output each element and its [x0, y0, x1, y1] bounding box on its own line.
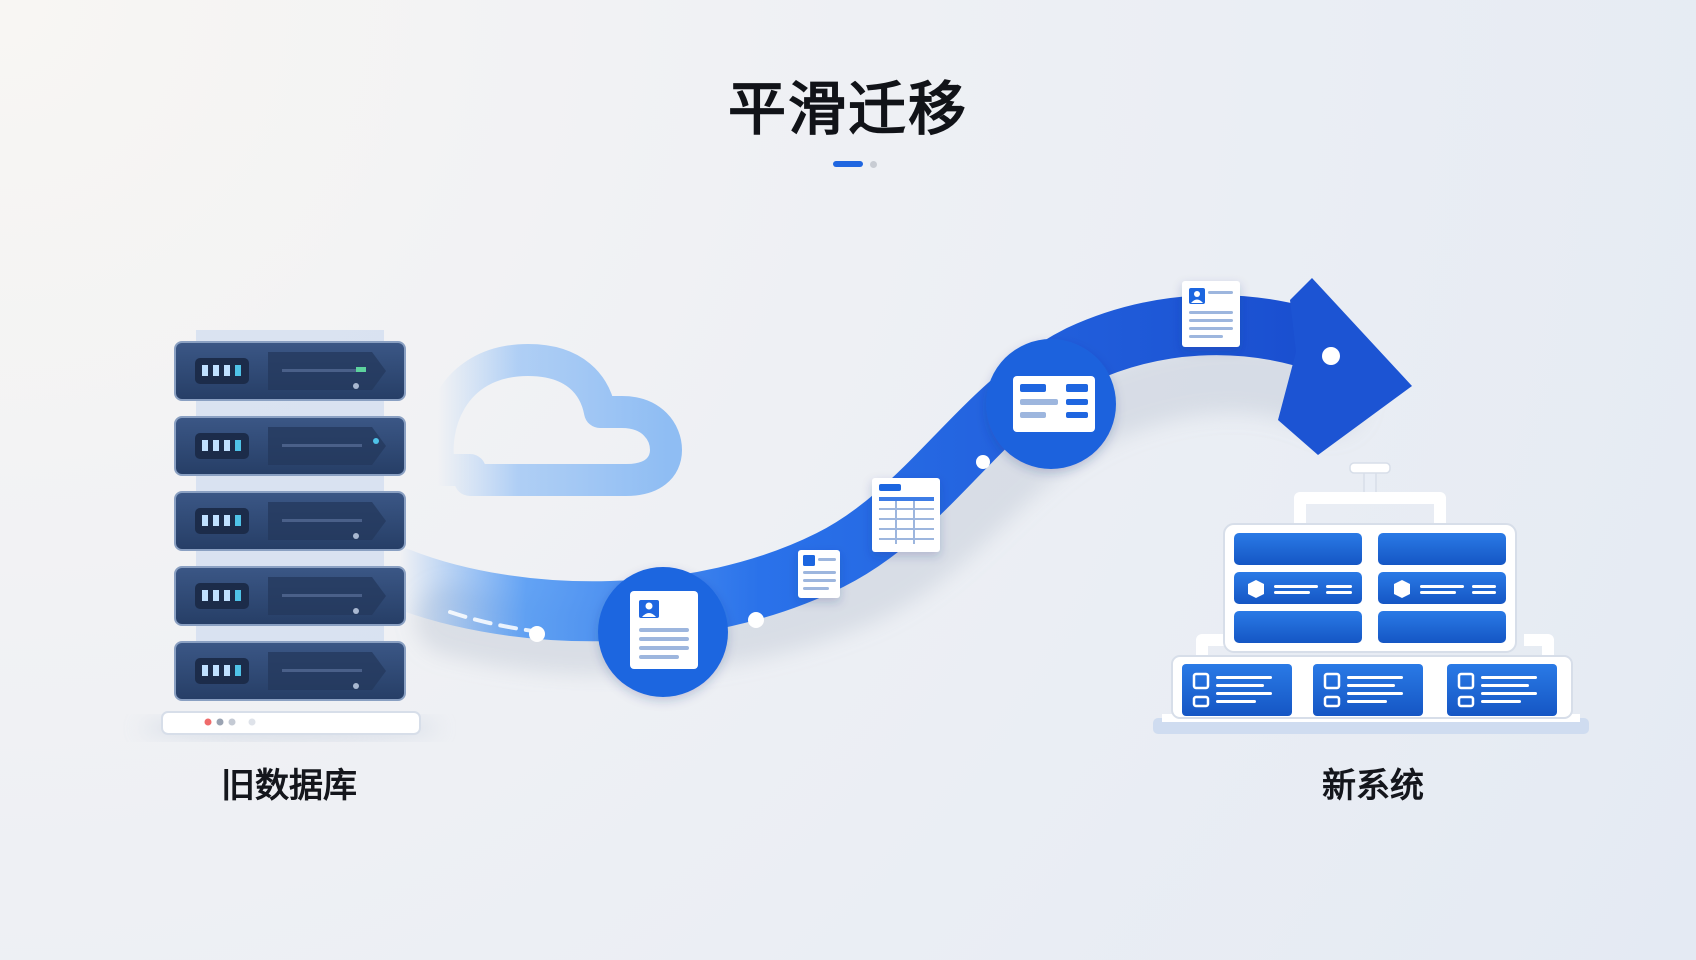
profile-document-icon — [598, 567, 728, 697]
profile-document-icon — [1182, 281, 1240, 347]
server-rack-icon — [140, 330, 440, 738]
pagination-inactive-dot — [870, 161, 877, 168]
server-unit — [174, 416, 406, 476]
server-unit — [174, 491, 406, 551]
pagination-active-dash — [833, 161, 863, 167]
server-unit — [174, 641, 406, 701]
flow-dot — [529, 626, 545, 642]
server-unit — [174, 566, 406, 626]
data-card-icon — [986, 339, 1116, 469]
server-unit — [174, 341, 406, 401]
new-system-label: 新系统 — [1322, 766, 1424, 806]
table-document-icon — [872, 478, 940, 552]
profile-document-icon — [798, 550, 840, 598]
cloud-icon — [421, 344, 682, 496]
modular-system-icon — [1153, 462, 1589, 734]
flow-dot — [748, 612, 764, 628]
flow-dot — [1322, 347, 1340, 365]
slide-title: 平滑迁移 — [727, 75, 968, 143]
old-database-label: 旧数据库 — [221, 766, 357, 806]
flow-dot — [976, 455, 990, 469]
